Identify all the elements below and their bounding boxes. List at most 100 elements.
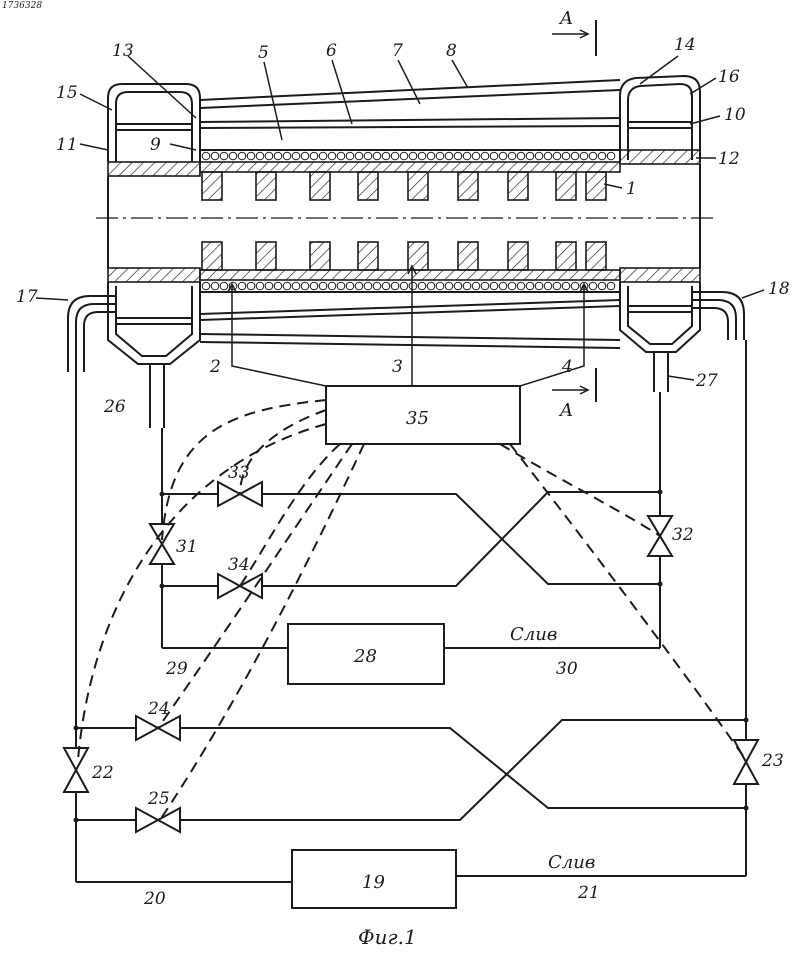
granule bbox=[310, 282, 318, 290]
granule bbox=[463, 282, 471, 290]
granule bbox=[319, 152, 327, 160]
granule bbox=[202, 152, 210, 160]
granule bbox=[490, 282, 498, 290]
granule bbox=[445, 152, 453, 160]
granule bbox=[238, 282, 246, 290]
granule bbox=[373, 152, 381, 160]
granule bbox=[274, 152, 282, 160]
drain-lower-label: Слив bbox=[548, 852, 595, 873]
label-22: 22 bbox=[91, 763, 114, 783]
granule bbox=[391, 282, 399, 290]
granule bbox=[292, 152, 300, 160]
granule bbox=[562, 152, 570, 160]
label-3: 3 bbox=[392, 357, 403, 377]
granule bbox=[607, 152, 615, 160]
granule bbox=[337, 152, 345, 160]
label-1: 1 bbox=[626, 179, 637, 199]
label-31: 31 bbox=[176, 537, 198, 557]
granule bbox=[373, 282, 381, 290]
granule bbox=[589, 282, 597, 290]
granule bbox=[301, 282, 309, 290]
granule bbox=[535, 282, 543, 290]
section-label-top: A bbox=[558, 8, 573, 29]
granule bbox=[301, 152, 309, 160]
label-25: 25 bbox=[147, 789, 170, 809]
label-26: 26 bbox=[103, 397, 126, 417]
box-28: 28 bbox=[288, 624, 444, 684]
granule bbox=[283, 282, 291, 290]
granule bbox=[472, 152, 480, 160]
granule bbox=[607, 282, 615, 290]
granular-layer-upper bbox=[202, 152, 615, 160]
drain-upper-label: Слив bbox=[510, 624, 557, 645]
granule bbox=[211, 282, 219, 290]
label-12: 12 bbox=[718, 149, 740, 169]
sensor-lines bbox=[228, 266, 588, 386]
granule bbox=[364, 152, 372, 160]
granule bbox=[427, 282, 435, 290]
granule bbox=[427, 152, 435, 160]
granule bbox=[481, 282, 489, 290]
granule bbox=[400, 282, 408, 290]
granule bbox=[382, 152, 390, 160]
label-29: 29 bbox=[165, 659, 188, 679]
granule bbox=[265, 282, 273, 290]
granule bbox=[265, 152, 273, 160]
granule bbox=[355, 282, 363, 290]
granule bbox=[211, 152, 219, 160]
granule bbox=[418, 282, 426, 290]
box-19: 19 bbox=[292, 850, 456, 908]
label-20: 20 bbox=[143, 889, 166, 909]
granule bbox=[454, 152, 462, 160]
granule bbox=[553, 152, 561, 160]
section-mark-top: A bbox=[552, 8, 596, 56]
label-24: 24 bbox=[147, 699, 170, 719]
granule bbox=[463, 152, 471, 160]
label-30: 30 bbox=[556, 659, 578, 679]
granule bbox=[553, 282, 561, 290]
granule bbox=[517, 152, 525, 160]
granule bbox=[346, 282, 354, 290]
granule bbox=[526, 282, 534, 290]
label-18: 18 bbox=[768, 279, 790, 299]
figure-caption: Фиг.1 bbox=[358, 925, 417, 949]
label-34: 34 bbox=[228, 555, 250, 575]
granule bbox=[247, 152, 255, 160]
section-label-bottom: A bbox=[558, 400, 573, 421]
label-8: 8 bbox=[446, 41, 457, 61]
label-10: 10 bbox=[724, 105, 746, 125]
granule bbox=[562, 282, 570, 290]
label-33: 33 bbox=[228, 463, 250, 483]
granule bbox=[508, 152, 516, 160]
control-signal-lines bbox=[78, 400, 746, 820]
granule bbox=[544, 152, 552, 160]
granule bbox=[400, 152, 408, 160]
label-27: 27 bbox=[695, 371, 718, 391]
label-15: 15 bbox=[56, 83, 78, 103]
granular-layer-lower bbox=[202, 282, 615, 290]
granule bbox=[247, 282, 255, 290]
granule bbox=[346, 152, 354, 160]
granule bbox=[283, 152, 291, 160]
granule bbox=[499, 282, 507, 290]
label-6: 6 bbox=[326, 41, 337, 61]
control-block-35: 35 bbox=[326, 386, 520, 444]
granule bbox=[202, 282, 210, 290]
block-28-label: 28 bbox=[353, 646, 377, 667]
label-2: 2 bbox=[209, 357, 221, 377]
granule bbox=[418, 152, 426, 160]
label-9: 9 bbox=[150, 135, 161, 155]
granule bbox=[436, 152, 444, 160]
granule bbox=[229, 152, 237, 160]
granule bbox=[238, 152, 246, 160]
granule bbox=[328, 282, 336, 290]
corner-id: 1736328 bbox=[2, 1, 42, 11]
machine-body bbox=[68, 76, 744, 428]
granule bbox=[571, 282, 579, 290]
granule bbox=[382, 282, 390, 290]
granule bbox=[526, 152, 534, 160]
block-35-label: 35 bbox=[406, 408, 429, 429]
label-23: 23 bbox=[761, 751, 784, 771]
granule bbox=[274, 282, 282, 290]
